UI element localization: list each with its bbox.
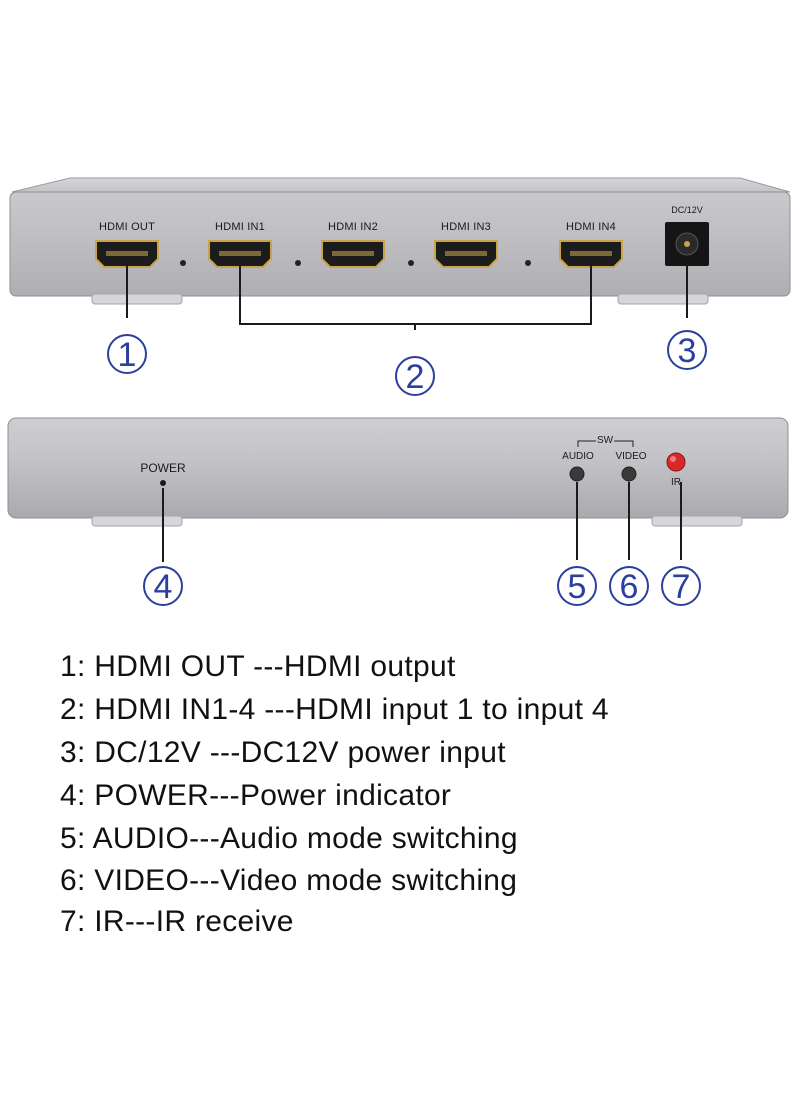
front-panel: POWER SW AUDIO VIDEO IR: [0, 410, 800, 580]
callout-4: 4: [143, 566, 183, 606]
hdmi-in4-port: [559, 240, 623, 268]
legend-item: 6: VIDEO---Video mode switching: [60, 864, 518, 897]
rear-panel: HDMI OUT HDMI IN1 HDMI IN2 HDMI IN3 HDMI…: [0, 0, 800, 354]
legend-item: 2: HDMI IN1-4 ---HDMI input 1 to input 4: [60, 693, 609, 726]
legend-item: 1: HDMI OUT ---HDMI output: [60, 650, 456, 683]
hdmi-in2-port: [321, 240, 385, 268]
audio-button[interactable]: [569, 466, 585, 482]
hdmi-in1-port: [208, 240, 272, 268]
sw-label: SW: [596, 435, 614, 446]
hdmi-in4-label: HDMI IN4: [566, 221, 616, 233]
power-label: POWER: [140, 461, 186, 475]
rear-panel-body: [9, 177, 791, 354]
hdmi-in2-label: HDMI IN2: [328, 221, 378, 233]
hdmi-in3-port: [434, 240, 498, 268]
dc-jack: [665, 222, 709, 266]
callout-6: 6: [609, 566, 649, 606]
dot: [295, 260, 301, 266]
front-panel-body: [7, 417, 789, 562]
ir-receiver-led: [666, 452, 686, 472]
dc-label: DC/12V: [671, 205, 703, 215]
dot: [180, 260, 186, 266]
dot: [408, 260, 414, 266]
hdmi-out-port: [95, 240, 159, 268]
callout-1: 1: [107, 334, 147, 374]
ir-label: IR: [671, 477, 681, 488]
legend-item: 5: AUDIO---Audio mode switching: [60, 822, 518, 855]
hdmi-in3-label: HDMI IN3: [441, 221, 491, 233]
callout-7: 7: [661, 566, 701, 606]
legend-item: 3: DC/12V ---DC12V power input: [60, 736, 506, 769]
front-connector-lines: [162, 482, 682, 562]
audio-label: AUDIO: [562, 451, 594, 462]
power-indicator-dot: [160, 480, 166, 486]
legend-item: 7: IR---IR receive: [60, 905, 294, 938]
hdmi-out-label: HDMI OUT: [99, 221, 155, 233]
video-button[interactable]: [621, 466, 637, 482]
dot: [525, 260, 531, 266]
callout-5: 5: [557, 566, 597, 606]
hdmi-in1-label: HDMI IN1: [215, 221, 265, 233]
callout-2: 2: [395, 356, 435, 396]
legend-item: 4: POWER---Power indicator: [60, 779, 452, 812]
video-label: VIDEO: [615, 451, 647, 462]
callout-3: 3: [667, 330, 707, 370]
